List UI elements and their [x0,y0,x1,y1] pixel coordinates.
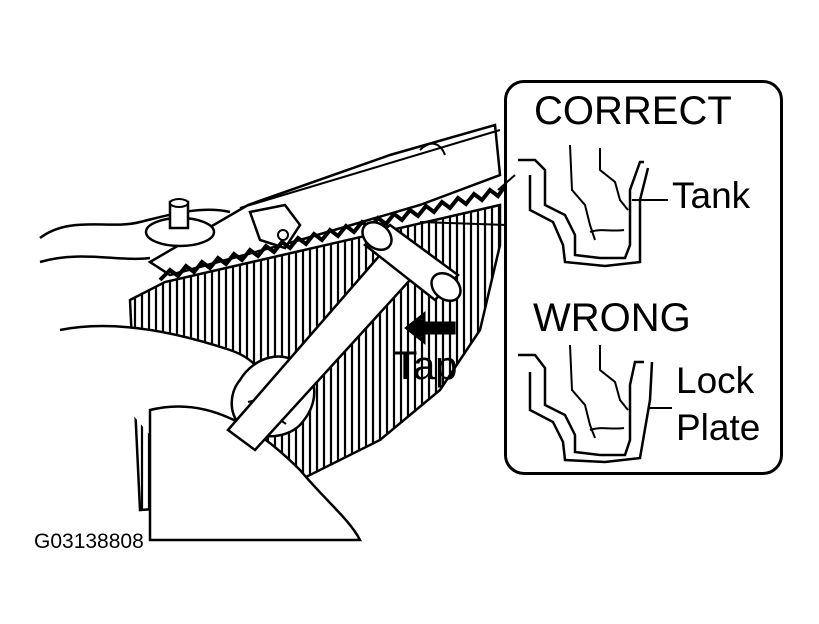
tap-label: Tap [393,344,458,388]
wrong-label: WRONG [533,296,691,340]
hammer-head [361,220,462,303]
tank-label: Tank [672,175,751,216]
wrong-detail [518,344,672,464]
lock-label: Lock [676,360,755,401]
radiator-tank [144,123,502,277]
lock-plate-teeth [158,184,507,282]
correct-detail [518,144,668,268]
hose-outline [39,208,231,239]
hand-right [148,405,363,542]
detail-inset-box [504,80,783,475]
tap-arrow [404,310,456,346]
figure-id: G03138808 [34,530,144,553]
plate-label: Plate [676,407,761,448]
hose-lower [39,255,151,264]
correct-label: CORRECT [534,89,732,133]
